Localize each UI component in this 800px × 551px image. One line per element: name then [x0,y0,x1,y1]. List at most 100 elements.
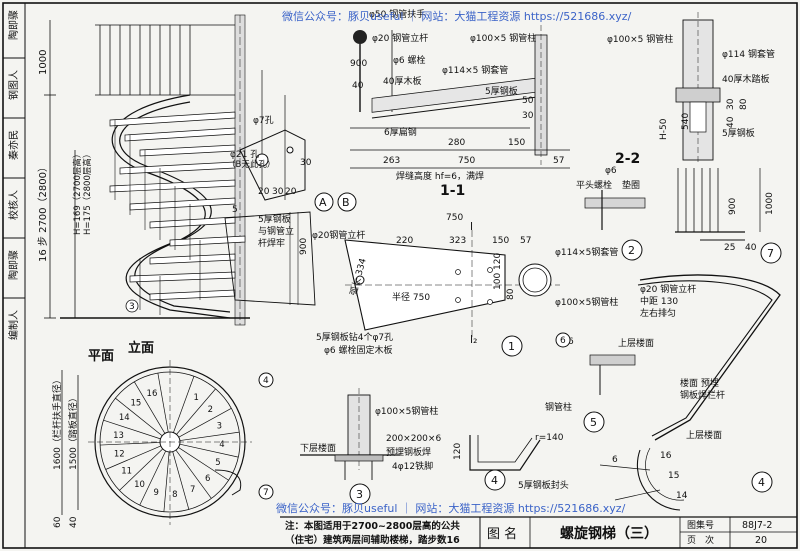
detail-a-dim-900: 900 [299,238,309,255]
strip-cell-1: 陶即骤 [7,10,20,40]
s22-col100: φ100×5 钢管柱 [607,33,673,45]
rail-n14: 14 [676,491,688,501]
s22-sleeve114: φ114 钢套管 [722,48,775,60]
plan-tread-edge [175,449,212,499]
elev-dim-top: 1000 [38,50,49,75]
rail-detail: φ20 钢管立杆 中距 130 左右排匀 上层楼面 楼面 预埋 钢板焊栏杆 上层… [545,274,781,511]
detail-a-dim-30a: 30 [272,187,284,197]
tread-dim-100: 100 [493,273,503,290]
plan-tread-edge [100,442,161,446]
s11-dim-57: 57 [553,156,564,166]
rail-embed: 楼面 预埋 [680,377,719,389]
d4-dim-120: 120 [453,443,463,460]
elev-marker-3: 3 [129,302,135,312]
s11-dim-150: 150 [508,138,525,148]
drawing-title: 螺旋钢梯（三） [560,525,658,542]
plan-dim-outer: 1600（栏杆扶手直径） [51,375,63,470]
s11-handrail: φ50 钢管扶手 [369,8,425,20]
s22-dim-40: 40 [726,116,736,128]
tread-dim-120: 120 [493,253,503,270]
detail-2: φ6 平头螺栓 垫圈 2 [576,166,646,261]
plan-step-number: 6 [205,474,210,484]
strip-cell-6: 编制人 [7,310,20,340]
tread-sleeve: φ114×5钢套管 [555,246,618,258]
tread-col: φ100×5钢管柱 [555,296,618,308]
section-1-1: φ50 钢管扶手 φ20 钢管立杆 φ6 螺栓 40厚木板 5厚钢板 6厚扁钢 … [350,8,570,199]
elevation-title: 立面 [128,340,154,356]
tread-bolt: φ6 螺栓固定木板 [324,344,393,356]
tread-radius: 半径 750 [392,291,430,303]
set-label: 图集号 [687,519,714,531]
tread-l: l [470,220,473,233]
d3-marker: 3 [356,488,363,501]
strip-cell-3: 秦亦民 [7,130,20,160]
s11-sleeve: φ114×5 钢套管 [442,64,508,76]
d7-dim-1000: 1000 [765,192,775,215]
s22-dim-80: 80 [739,98,749,110]
plan-step-number: 4 [219,440,224,450]
detail-3: φ100×5钢管柱 下层楼面 200×200×6 预埋钢板焊 4φ12铁脚 3 [300,388,441,505]
detail-a-hole7: φ7孔 [253,115,274,126]
rail-marker-4: 4 [758,476,765,489]
d4-r: r=140 [535,433,564,443]
watermark-top: 微信公众号：豚贝useful ｜ 网站：大猫工程资源 https://52168… [282,9,632,23]
d2-phi6: φ6 [605,166,617,176]
strip-cell-5: 陶即骤 [7,250,20,280]
rail-marker-6: 6 [560,336,566,346]
elev-step-h2: H=175（2800层高） [82,150,93,235]
elev-dim-height: 16 步 2700（2800） [37,162,49,262]
plan-dim-40: 40 [69,516,79,528]
plan-step-number: 9 [154,488,159,498]
note-line-2: （住宅）建筑两层间辅助楼梯，踏步数16 [285,534,460,546]
plan-dim-60: 60 [53,516,63,528]
rail-pitch: 中距 130 [640,295,678,307]
tread-dim-150: 150 [492,236,509,246]
s11-bolt: φ6 螺栓 [393,54,426,66]
signature-strip: 陶即骤 钢图人 秦亦民 校核人 陶即骤 编制人 [3,3,26,548]
plan-tread-edge [134,381,166,434]
strip-cell-2: 钢图人 [7,70,20,100]
rail-align: 左右排匀 [640,307,676,319]
detail-a-b: φ7孔 φ21 孔 （B无此孔） 20 30 20 30 5 900 5厚钢板 … [224,70,357,306]
s11-post20: φ20 钢管立杆 [372,32,428,44]
detail-b-label: B [342,196,350,209]
plan-title: 平面 [88,349,114,364]
rail-n16: 16 [660,451,672,461]
set-number: 88J7-2 [742,520,772,531]
plan-step-number: 2 [208,405,213,415]
tread-dim-57: 57 [520,236,531,246]
detail-7: 900 1000 25 40 7 [675,168,782,264]
d3-col: φ100×5钢管柱 [375,405,438,417]
section-2-2: φ100×5 钢管柱 φ114 钢套管 40厚木踏板 5厚钢板 H-50 30 … [607,12,775,167]
s11-dim-900: 900 [350,59,367,69]
s11-wood: 40厚木板 [383,75,421,87]
d3-floor: 下层楼面 [300,442,336,454]
detail-a-hole-note: （B无此孔） [227,159,275,170]
plan-step-number: 8 [172,490,177,500]
d5-col: 钢管柱 [545,401,572,413]
d2-bolt: 平头螺栓 [576,179,612,191]
tread-marker-1: 1 [508,340,515,353]
plan-step-number: 12 [114,450,125,460]
plan-tread-edge [105,445,161,470]
tread-plan-detail: 750 220 323 150 57 80 100 120 φ20钢管立杆 弧长… [312,213,618,357]
detail-4: 120 r=140 5厚钢板封头 4 [453,433,569,491]
s11-col100: φ100×5 钢管柱 [470,32,536,44]
d3-bar: 4φ12铁脚 [392,460,433,472]
s11-dim-50: 50 [522,96,534,106]
plan-step-number: 1 [194,393,199,403]
plan-tread-edge [178,447,229,481]
plan-tread-edge [139,450,166,506]
rail-n15: 15 [668,471,679,481]
s11-weld: 焊缝高度 hf=6，满焊 [396,170,484,182]
detail-a-label: A [319,196,327,209]
detail-a-hole21: φ21 孔 [230,149,259,160]
d4-marker: 4 [491,474,498,487]
rail-embed2: 钢板焊栏杆 [680,389,725,401]
watermark-bottom: 微信公众号：豚贝useful ｜ 网站：大猫工程资源 https://52168… [276,501,626,515]
detail-a-dim-30b: 30 [300,158,312,168]
plan-step-number: 16 [147,389,158,399]
elevation-view: 1000 16 步 2700（2800） H=169（2700层高） H=175… [37,14,250,356]
